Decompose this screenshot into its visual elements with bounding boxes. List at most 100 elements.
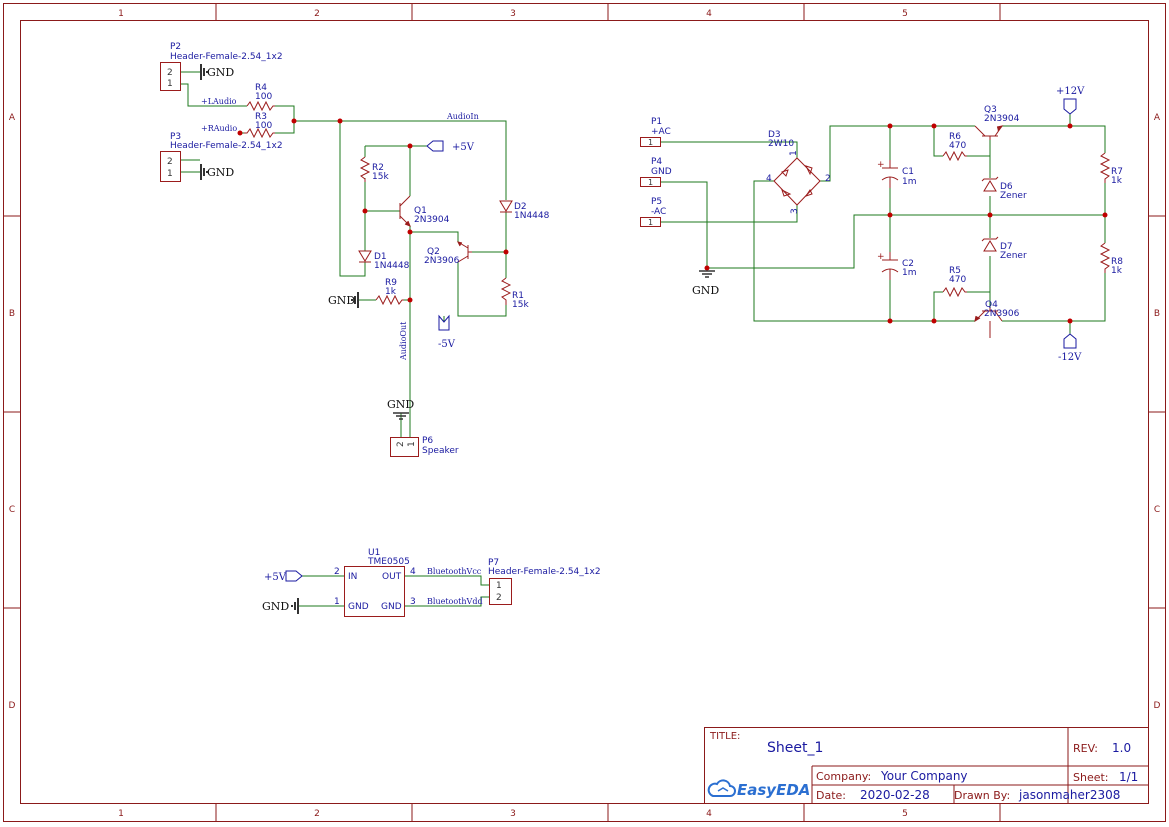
- diode-d1: [358, 250, 372, 263]
- connector-p5: 1 P5 -AC: [640, 197, 666, 227]
- r6-ref: R6: [949, 132, 961, 142]
- transistor-q2: [457, 241, 472, 263]
- p2-value: Header-Female-2.54_1x2: [170, 52, 283, 62]
- u1-pin-in: IN: [348, 572, 357, 582]
- resistor-r5: [942, 286, 967, 298]
- c2-value: 1m: [902, 268, 917, 278]
- row-label-right-b: B: [1154, 309, 1160, 319]
- d7-value: Zener: [1000, 251, 1027, 261]
- gnd-symbol-u1: [291, 598, 299, 614]
- p7-ref: P7: [488, 558, 499, 568]
- d3-pin-2: 2: [825, 174, 831, 184]
- power-flag-u1-plus5v: [285, 570, 303, 582]
- capacitor-c1: [881, 160, 899, 188]
- d7-ref: D7: [1000, 242, 1013, 252]
- resistor-r6: [942, 150, 967, 162]
- gnd-label-speaker: GND: [387, 398, 414, 411]
- net-label-btvcc: BluetoothVcc: [427, 567, 482, 576]
- title-block: TITLE: Sheet_1 REV: 1.0 Company: Your Co…: [704, 727, 1149, 804]
- gnd-label-p4: GND: [692, 284, 719, 297]
- col-label-top-2: 2: [314, 9, 320, 19]
- diode-d2: [499, 200, 513, 213]
- u1-value: TME0505: [367, 557, 410, 567]
- d6-ref: D6: [1000, 182, 1013, 192]
- p4-ref: P4: [651, 157, 662, 167]
- p1-pin: 1: [648, 138, 653, 147]
- zener-d7: [981, 236, 999, 252]
- d3-pin-3: 3: [790, 208, 800, 214]
- wires: [181, 71, 1106, 607]
- resistor-r1: [500, 277, 512, 305]
- q2-ref: Q2: [427, 247, 440, 257]
- row-label-left-b: B: [9, 309, 15, 319]
- p5-value: -AC: [651, 207, 666, 217]
- r4-ref: R4: [255, 83, 267, 93]
- sheet-title: Sheet_1: [767, 740, 823, 756]
- gnd-label-u1: GND: [262, 600, 289, 613]
- sheet-frame: [3, 3, 1166, 822]
- net-label-plus5v: +5V: [452, 142, 475, 153]
- r2-ref: R2: [372, 163, 384, 173]
- p5-pin: 1: [648, 218, 653, 227]
- c1-ref: C1: [902, 167, 914, 177]
- sheet-label: Sheet:: [1073, 771, 1109, 784]
- rev-label: REV:: [1073, 742, 1098, 755]
- r8-value: 1k: [1111, 266, 1123, 276]
- resistor-r4: [246, 100, 275, 112]
- r7-value: 1k: [1111, 176, 1123, 186]
- sheet-value: 1/1: [1119, 770, 1138, 784]
- row-label-left-d: D: [9, 701, 16, 711]
- p3-ref: P3: [170, 132, 181, 142]
- net-label-laudio: +LAudio: [201, 97, 237, 106]
- net-label-raudio: +RAudio: [201, 124, 237, 133]
- gnd-label-p3: GND: [207, 166, 234, 179]
- cloud-logo-icon: [707, 779, 736, 797]
- col-label-bottom-5: 5: [902, 809, 908, 819]
- q2-value: 2N3906: [424, 256, 460, 266]
- p5-ref: P5: [651, 197, 662, 207]
- gnd-symbol-p4: [699, 270, 715, 278]
- r2-value: 15k: [372, 172, 389, 182]
- p3-pin-2: 2: [167, 157, 173, 167]
- p7-pin-1: 1: [496, 581, 502, 591]
- q3-value: 2N3904: [984, 114, 1020, 124]
- net-label-audioin: AudioIn: [446, 112, 479, 121]
- col-label-bottom-1: 1: [118, 809, 124, 819]
- p7-value: Header-Female-2.54_1x2: [488, 567, 601, 577]
- gnd-symbol-p2: [200, 64, 208, 80]
- header-p3: 2 1 P3 Header-Female-2.54_1x2: [160, 132, 283, 182]
- d1-ref: D1: [374, 252, 387, 262]
- transistor-q3: [974, 125, 1004, 140]
- capacitor-c2: [881, 252, 899, 280]
- d3-ref: D3: [768, 130, 781, 140]
- c1-value: 1m: [902, 177, 917, 187]
- r7-ref: R7: [1111, 167, 1123, 177]
- connector-p4: 1 P4 GND: [640, 157, 672, 187]
- gnd-label-p2: GND: [207, 66, 234, 79]
- p6-pin-1: 1: [407, 441, 417, 447]
- net-label-plus12v: +12V: [1056, 86, 1085, 97]
- col-label-bottom-4: 4: [706, 809, 712, 819]
- q4-ref: Q4: [985, 300, 998, 310]
- frame-labels: 1 2 3 4 5 1 2 3 4 5 A B C D A B C D: [9, 9, 1161, 819]
- bridge-rectifier-d3: [773, 157, 821, 206]
- r8-ref: R8: [1111, 257, 1123, 267]
- resistor-r2: [359, 156, 371, 182]
- resistor-r9: [375, 294, 404, 306]
- rev-value: 1.0: [1112, 741, 1131, 755]
- gnd-symbol-r9: [351, 292, 359, 308]
- gnd-label-r9: GND: [328, 294, 355, 307]
- power-flag-plus12v: [1063, 98, 1077, 115]
- resistor-r8: [1099, 242, 1111, 273]
- u1-pin-gnd2: GND: [381, 602, 402, 612]
- q3-ref: Q3: [984, 105, 997, 115]
- p4-value: GND: [651, 167, 672, 177]
- q1-ref: Q1: [414, 206, 427, 216]
- row-label-right-c: C: [1154, 505, 1160, 515]
- zener-d6: [981, 176, 999, 192]
- q4-value: 2N3906: [984, 309, 1020, 319]
- p2-pin-1: 1: [167, 79, 173, 89]
- p1-ref: P1: [651, 117, 662, 127]
- transistor-q1: [399, 195, 411, 227]
- c2-plus: +: [877, 252, 885, 262]
